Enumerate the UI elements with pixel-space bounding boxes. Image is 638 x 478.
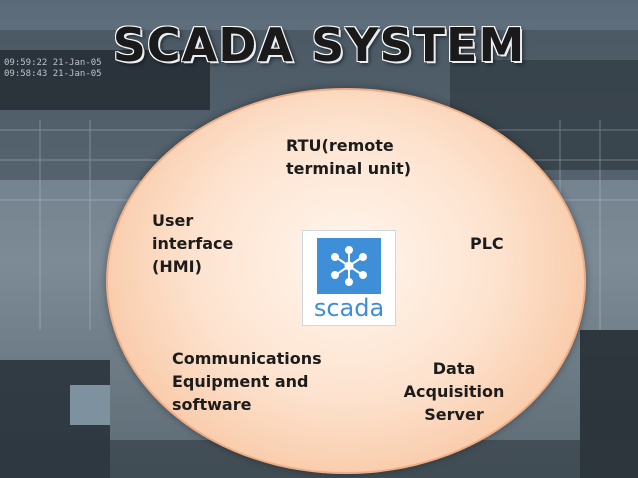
node-communications: Communications Equipment and software (172, 349, 322, 414)
screen-readout: 09:59:22 21-Jan-05 09:58:43 21-Jan-05 (4, 58, 102, 80)
node-hmi: User interface (HMI) (152, 211, 234, 276)
network-node-icon (331, 246, 367, 286)
logo-tile (317, 238, 381, 294)
logo-text: scada (313, 294, 385, 322)
node-rtu: RTU(remote terminal unit) (286, 136, 412, 178)
screen-line-1: 09:59:22 21-Jan-05 (4, 58, 102, 68)
scada-logo: scada (302, 230, 396, 326)
screen-line-2: 09:58:43 21-Jan-05 (4, 69, 102, 79)
node-plc: PLC (470, 234, 504, 253)
page-title: SCADA SYSTEM (112, 18, 526, 72)
node-data-acquisition: Data Acquisition Server (403, 359, 505, 424)
